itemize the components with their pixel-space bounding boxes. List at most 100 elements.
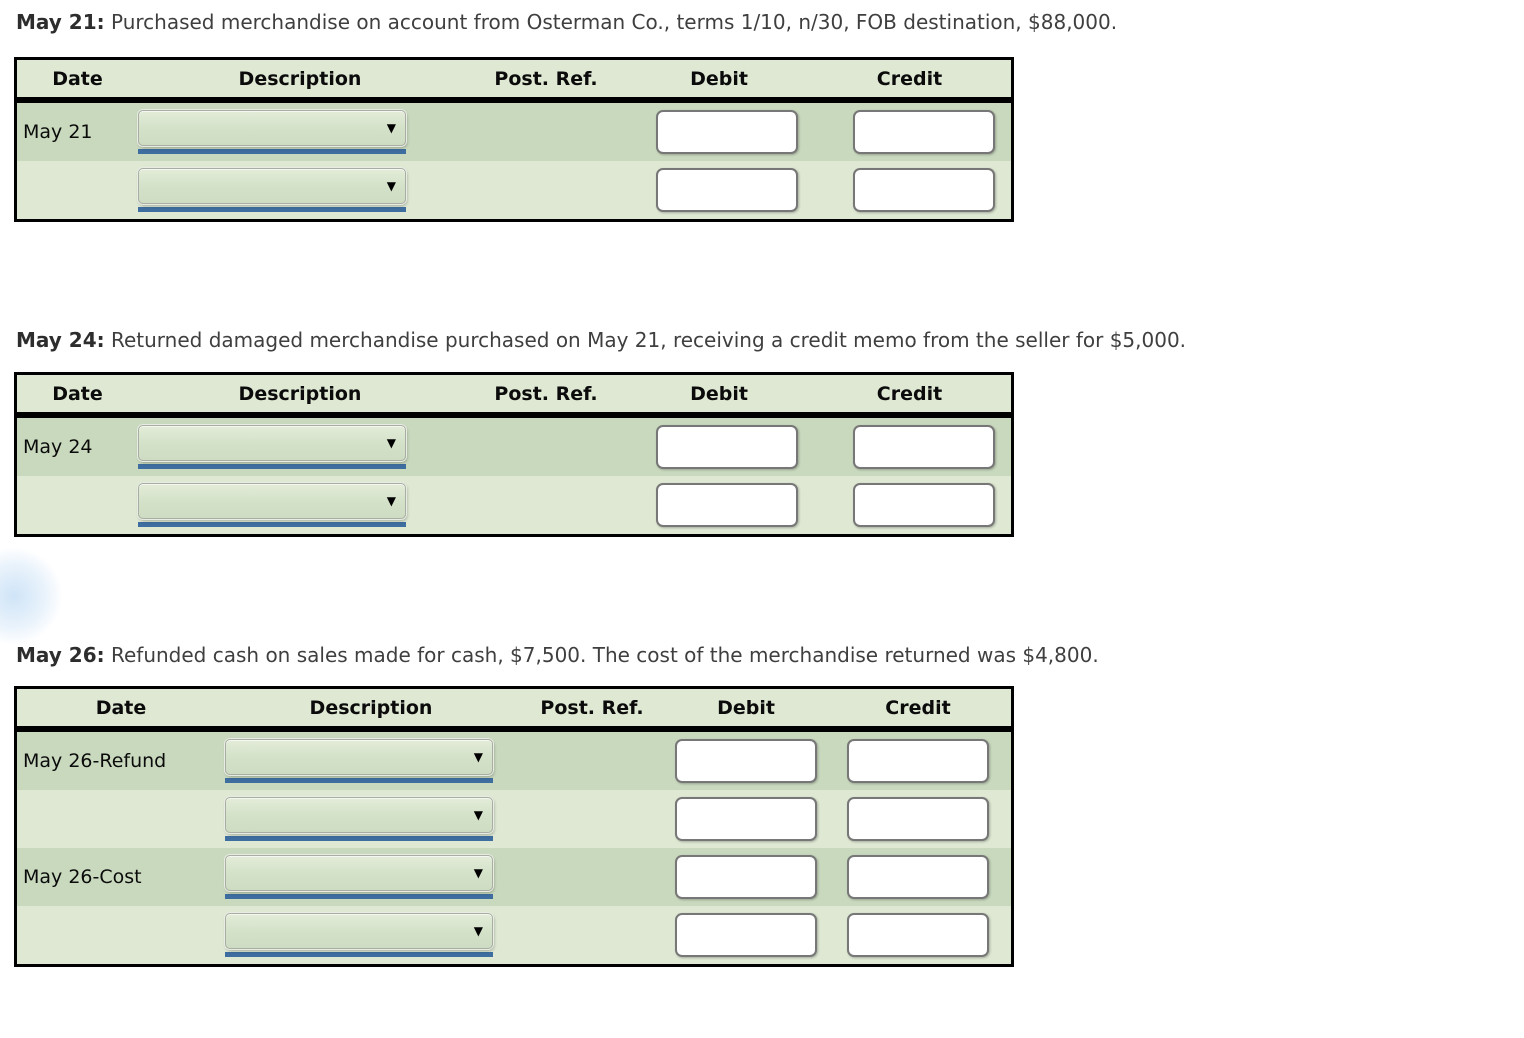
description-select[interactable]: ▼ [225, 913, 493, 949]
description-select[interactable]: ▼ [138, 168, 406, 204]
transaction-section-may24: May 24: Returned damaged merchandise pur… [0, 327, 1524, 537]
description-cell: ▼ [138, 103, 462, 161]
post-ref-cell [462, 103, 630, 161]
column-header-post-ref: Post. Ref. [494, 382, 598, 405]
select-underline [138, 464, 406, 469]
select-underline [138, 149, 406, 154]
transaction-description-text: Refunded cash on sales made for cash, $7… [110, 643, 1099, 667]
column-header-post-ref: Post. Ref. [494, 67, 598, 90]
journal-row: ▼ [17, 161, 1011, 219]
dropdown-arrow-icon: ▼ [386, 179, 396, 193]
debit-cell [667, 732, 825, 790]
journal-row: May 26-Refund ▼ [17, 732, 1011, 790]
column-header-credit: Credit [885, 696, 951, 719]
credit-cell [808, 476, 1011, 534]
decorative-glow [0, 548, 62, 644]
date-cell [17, 790, 225, 848]
description-select[interactable]: ▼ [225, 855, 493, 891]
transaction-date-label: May 21: [16, 10, 105, 34]
debit-cell [630, 103, 808, 161]
journal-row: ▼ [17, 476, 1011, 534]
debit-input[interactable] [675, 855, 817, 899]
transaction-description-text: Purchased merchandise on account from Os… [110, 10, 1118, 34]
credit-input[interactable] [847, 797, 989, 841]
credit-cell [808, 103, 1011, 161]
select-underline [225, 894, 493, 899]
description-cell: ▼ [138, 161, 462, 219]
column-header-date: Date [52, 382, 103, 405]
description-select[interactable]: ▼ [225, 797, 493, 833]
debit-cell [667, 790, 825, 848]
header-separator [17, 726, 1011, 732]
date-cell: May 21 [23, 121, 93, 143]
date-cell: May 26-Cost [23, 866, 142, 888]
debit-input[interactable] [675, 739, 817, 783]
post-ref-cell [517, 790, 667, 848]
post-ref-cell [462, 161, 630, 219]
journal-entry-table-may26: Date Description Post. Ref. Debit Credit… [14, 686, 1014, 967]
dropdown-arrow-icon: ▼ [386, 121, 396, 135]
journal-row: ▼ [17, 790, 1011, 848]
table-header-row: Date Description Post. Ref. Debit Credit [17, 60, 1011, 97]
column-header-description: Description [238, 67, 362, 90]
select-underline [138, 207, 406, 212]
header-separator [17, 412, 1011, 418]
post-ref-cell [462, 418, 630, 476]
journal-entry-table-may24: Date Description Post. Ref. Debit Credit… [14, 372, 1014, 537]
description-select[interactable]: ▼ [225, 739, 493, 775]
debit-cell [630, 161, 808, 219]
debit-input[interactable] [656, 483, 798, 527]
header-separator [17, 97, 1011, 103]
select-underline [138, 522, 406, 527]
transaction-intro: May 21: Purchased merchandise on account… [16, 9, 1504, 35]
credit-input[interactable] [852, 168, 995, 212]
column-header-post-ref: Post. Ref. [540, 696, 644, 719]
description-cell: ▼ [138, 418, 462, 476]
description-cell: ▼ [225, 906, 517, 964]
table-header-row: Date Description Post. Ref. Debit Credit [17, 689, 1011, 726]
post-ref-cell [517, 906, 667, 964]
transaction-intro: May 24: Returned damaged merchandise pur… [16, 327, 1504, 353]
credit-input[interactable] [847, 855, 989, 899]
journal-row: May 21 ▼ [17, 103, 1011, 161]
date-cell: May 24 [23, 436, 93, 458]
credit-input[interactable] [847, 913, 989, 957]
credit-input[interactable] [852, 483, 995, 527]
description-select[interactable]: ▼ [138, 110, 406, 146]
description-cell: ▼ [225, 732, 517, 790]
debit-input[interactable] [656, 425, 798, 469]
post-ref-cell [462, 476, 630, 534]
credit-input[interactable] [852, 110, 995, 154]
dropdown-arrow-icon: ▼ [386, 436, 396, 450]
column-header-credit: Credit [876, 67, 943, 90]
credit-cell [825, 790, 1011, 848]
select-underline [225, 836, 493, 841]
description-select[interactable]: ▼ [138, 483, 406, 519]
debit-input[interactable] [675, 797, 817, 841]
column-header-date: Date [95, 696, 147, 719]
date-cell [17, 161, 138, 219]
dropdown-arrow-icon: ▼ [473, 924, 483, 938]
debit-input[interactable] [656, 168, 798, 212]
table-header-row: Date Description Post. Ref. Debit Credit [17, 375, 1011, 412]
debit-cell [667, 906, 825, 964]
debit-cell [630, 418, 808, 476]
post-ref-cell [517, 848, 667, 906]
debit-input[interactable] [656, 110, 798, 154]
transaction-section-may26: May 26: Refunded cash on sales made for … [0, 642, 1524, 967]
transaction-description-text: Returned damaged merchandise purchased o… [110, 328, 1187, 352]
column-header-date: Date [52, 67, 103, 90]
description-cell: ▼ [225, 790, 517, 848]
journal-entry-table-may21: Date Description Post. Ref. Debit Credit… [14, 57, 1014, 222]
transaction-intro: May 26: Refunded cash on sales made for … [16, 642, 1504, 668]
debit-cell [667, 848, 825, 906]
debit-input[interactable] [675, 913, 817, 957]
description-select[interactable]: ▼ [138, 425, 406, 461]
date-cell [17, 906, 225, 964]
credit-input[interactable] [852, 425, 995, 469]
column-header-description: Description [238, 382, 362, 405]
credit-cell [808, 418, 1011, 476]
credit-input[interactable] [847, 739, 989, 783]
dropdown-arrow-icon: ▼ [386, 494, 396, 508]
date-cell [17, 476, 138, 534]
